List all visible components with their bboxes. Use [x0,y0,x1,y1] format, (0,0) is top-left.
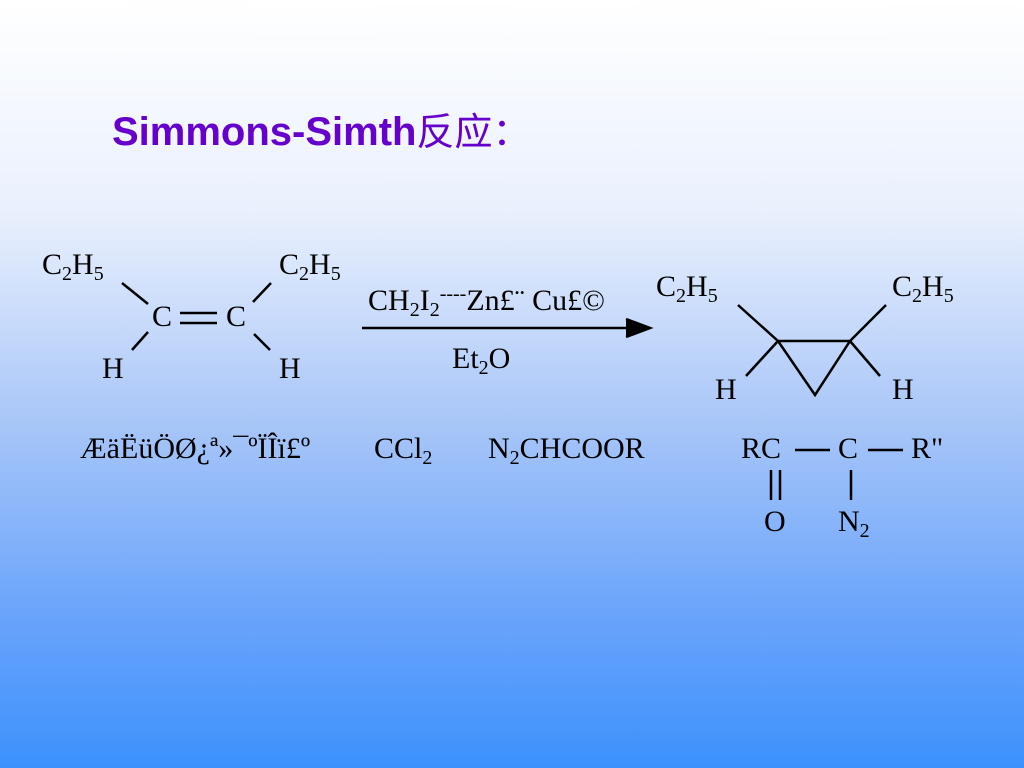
diazoketone-rc: RC [741,432,782,465]
reactant-hydrogen-right: H [279,352,301,385]
product-hydrogen-left: H [715,373,737,406]
slide-title: Simmons-Simth反应： [112,104,531,160]
title-latin: Simmons-Simth [112,110,417,154]
bond-product-top-right [849,304,887,342]
diazoketone-r: R" [911,432,944,465]
diazoketone-n2: N2 [838,505,870,542]
garbled-caption: ÆäËüÖØ¿ª»¯ºÏÎï£º [80,432,311,465]
bond-product-bottom-left [745,340,779,377]
bond-reactant-top-left [121,282,149,305]
reactant-ethyl-right: C2H5 [279,248,341,285]
diazoester: N2CHCOOR [488,432,645,469]
reaction-arrow-head [625,317,654,339]
reactant-hydrogen-left: H [102,352,124,385]
diazoketone-c: C [838,432,859,465]
reagent-text: CH2I2----Zn£¨ Cu£© [368,283,605,321]
reactant-carbon-left: C [152,300,173,333]
bond-reactant-bottom-right [253,333,271,351]
bond-product-top-left [737,304,779,342]
product-ethyl-right: C2H5 [892,270,954,307]
reactant-ethyl-left: C2H5 [42,248,104,285]
bond-reactant-bottom-left [131,331,149,351]
bond-reactant-top-right [252,282,272,303]
title-cjk: 反应： [416,110,531,154]
reactant-carbon-right: C [226,300,247,333]
product-hydrogen-right: H [892,373,914,406]
bond-product-bottom-right [849,340,881,377]
solvent-text: Et2O [452,342,511,379]
cyclopropane-ring [776,339,853,398]
diazoketone-oxygen: O [764,505,786,538]
dichlorocarbene: CCl2 [374,432,433,469]
product-ethyl-left: C2H5 [656,270,718,307]
